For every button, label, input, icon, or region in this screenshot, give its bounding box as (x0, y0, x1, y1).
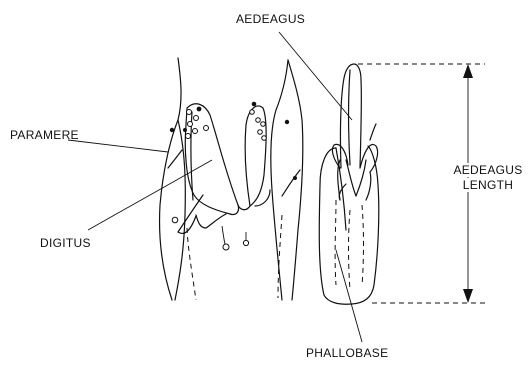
label-digitus: DIGITUS (40, 236, 91, 250)
aedeagus-leader (279, 32, 352, 120)
right-paramere (271, 60, 303, 300)
label-aedeagus-length-2: LENGTH (453, 178, 523, 192)
label-aedeagus-length-1: AEDEAGUS (453, 163, 523, 177)
paramere-leader (68, 140, 168, 152)
right-digitus (245, 102, 270, 206)
label-aedeagus: AEDEAGUS (236, 12, 305, 26)
left-paramere (160, 58, 186, 300)
label-phallobase: PHALLOBASE (306, 346, 388, 360)
left-digitus (172, 104, 238, 234)
arrow-head-up (463, 64, 473, 78)
label-paramere: PARAMERE (10, 128, 79, 142)
aedeagus-structure (319, 64, 379, 304)
arrow-head-down (463, 289, 473, 303)
leader-lines (68, 32, 362, 342)
